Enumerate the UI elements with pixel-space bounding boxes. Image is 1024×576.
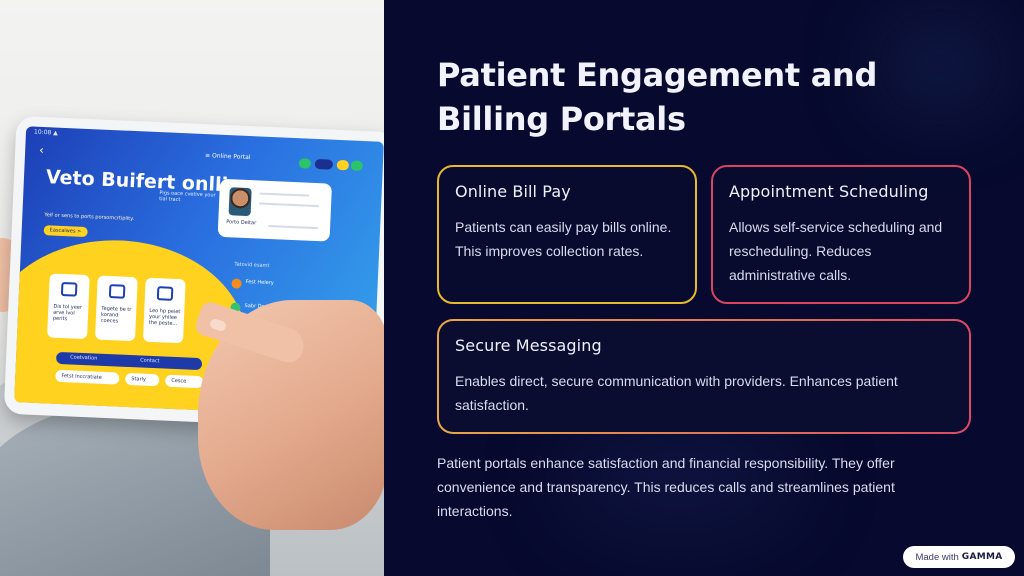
screen-hero-button: Eascalwes > — [43, 225, 88, 238]
screen-feature-card: Leo hp peiet your yhllee the peste... — [142, 277, 186, 344]
card-body: Enables direct, secure communication wit… — [455, 373, 898, 413]
feature-card-appointment-scheduling: Appointment Scheduling Allows self-servi… — [711, 165, 971, 304]
card-body: Allows self-service scheduling and resch… — [729, 219, 943, 283]
gamma-logo: GAMMA — [961, 552, 1003, 562]
screen-feature-card: Dis tol yeer arve lvol perits — [47, 273, 90, 340]
header-dot-icon — [350, 160, 364, 171]
hero-photo: 10:08 ▲ ‹ ≡ Online Portal Veto Buifert o… — [0, 0, 384, 576]
screen-profile-card: Porto Deitar — [217, 178, 333, 242]
bar-item: Contact — [139, 357, 160, 365]
screen-pill: Cesce — [165, 374, 204, 389]
card-heading: Appointment Scheduling — [729, 182, 929, 201]
notifications-header: Tatovid esamt — [234, 261, 270, 270]
screen-feature-text: Dis tol yeer arve lvol perits — [52, 303, 83, 323]
feature-card-secure-messaging: Secure Messaging Enables direct, secure … — [437, 319, 971, 434]
tablet-status: 10:08 ▲ — [33, 128, 58, 137]
document-icon — [108, 284, 126, 299]
header-dot-icon — [298, 158, 312, 169]
profile-name: Porto Deitar — [226, 219, 257, 227]
screen-feature-card: Tegete be tr korand coeces — [95, 275, 138, 342]
divider — [259, 192, 310, 197]
notification-item: Fest Helery — [231, 277, 312, 294]
person-icon — [60, 281, 78, 297]
avatar — [228, 187, 252, 217]
divider — [268, 224, 319, 230]
feature-card-online-bill-pay: Online Bill Pay Patients can easily pay … — [437, 165, 697, 304]
made-with-gamma-badge[interactable]: Made with GAMMA — [903, 546, 1015, 568]
notification-dot-icon — [231, 278, 242, 289]
background-glow — [880, 20, 1000, 110]
chevron-left-icon: ‹ — [38, 142, 45, 158]
badge-prefix: Made with — [915, 551, 959, 563]
background-glow — [560, 420, 800, 540]
screen-feature-text: Leo hp peiet your yhllee the peste... — [148, 307, 181, 328]
slide-title: Patient Engagement and Billing Portals — [437, 56, 878, 138]
notification-title: Fest Helery — [245, 279, 274, 287]
screen-hero-sub: Yeif or sens to ports porsomcrtiplity. — [44, 212, 135, 223]
summary-paragraph: Patient portals enhance satisfaction and… — [437, 455, 895, 519]
card-heading: Secure Messaging — [455, 336, 602, 355]
screen-pill: Starly — [125, 372, 160, 387]
card-heading: Online Bill Pay — [455, 182, 571, 201]
screen-hero-note: Pigs oace cvetive your tial tract — [159, 190, 216, 204]
header-pill-icon — [314, 158, 334, 170]
clipboard-icon — [156, 286, 174, 301]
portal-title: ≡ Online Portal — [204, 152, 251, 162]
screen-feature-text: Tegete be tr korand coeces — [100, 305, 132, 325]
header-dot-icon — [336, 159, 350, 171]
bar-item: Coetvation — [70, 354, 98, 362]
card-body: Patients can easily pay bills online. Th… — [455, 219, 672, 259]
divider — [259, 202, 320, 208]
